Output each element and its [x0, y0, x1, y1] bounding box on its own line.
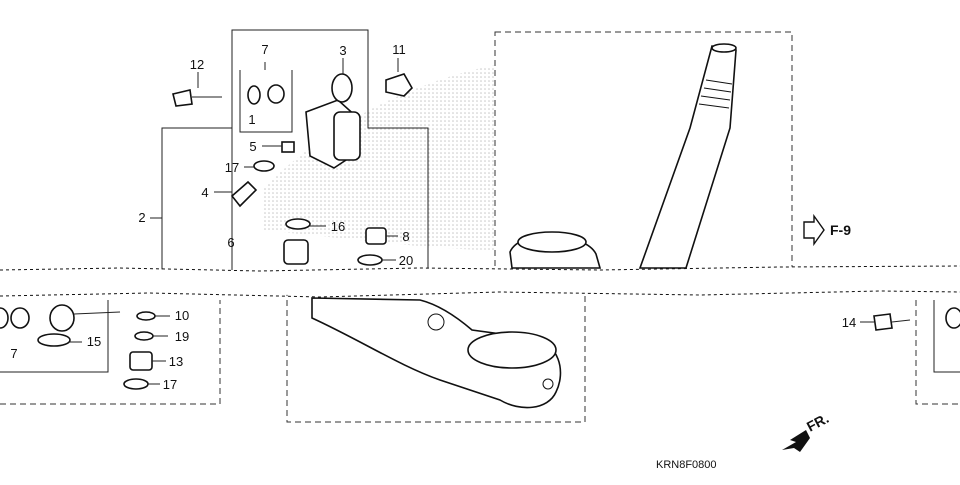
o-ring-16	[123, 378, 149, 390]
stem-thread	[698, 79, 733, 109]
valve-insert	[283, 239, 309, 265]
front-direction-arrow-icon	[782, 430, 810, 452]
leader-cap-lower	[73, 311, 121, 315]
tear-edge-bottom	[0, 290, 960, 298]
callout-20: 19	[175, 329, 189, 344]
assembly-bracket	[231, 29, 429, 270]
assembly-bracket-left	[161, 127, 232, 270]
callout-12: 11	[392, 42, 406, 57]
bolt-head	[172, 89, 193, 107]
tear-edge-top	[0, 265, 960, 272]
callout-18: 17	[225, 160, 239, 175]
callout-2: 2	[138, 210, 145, 225]
callout-1: 1	[248, 112, 255, 127]
bridge-bolt-hole	[427, 313, 445, 331]
washer-lower	[0, 307, 9, 329]
o-ring-10	[136, 311, 156, 321]
right-arrow-icon	[803, 213, 825, 247]
callout-16: 17	[163, 377, 177, 392]
washer	[247, 85, 261, 105]
torn-strip	[0, 266, 960, 296]
cap-lower	[49, 304, 75, 332]
callout-11: 13	[169, 354, 183, 369]
callout-10: 10	[175, 308, 189, 323]
callout-14: 14	[842, 315, 856, 330]
o-ring-17	[285, 218, 311, 230]
lower-bridge-box	[286, 270, 586, 423]
steering-stem	[638, 45, 737, 269]
callout-13: 12	[190, 57, 204, 72]
bridge-bore	[467, 331, 557, 369]
callout-6: 6	[227, 235, 234, 250]
left-assembly-box	[0, 300, 221, 405]
callout-15: 15	[87, 334, 101, 349]
plug-8	[365, 227, 387, 245]
bridge-pin-hole	[542, 378, 554, 390]
small-screw	[281, 141, 295, 153]
banjo-ring	[331, 73, 353, 103]
gasket-15	[37, 333, 71, 347]
front-label: FR.	[804, 410, 831, 435]
callout-19: 20	[399, 253, 413, 268]
bolt-14-head	[873, 313, 893, 331]
callout-5: 5	[249, 139, 256, 154]
valve-cylinder	[333, 111, 361, 161]
reference-f9: F-9	[830, 222, 851, 238]
clamp-bore	[517, 231, 587, 253]
valve-fitting	[230, 180, 258, 208]
logo-watermark	[262, 65, 495, 250]
callout-17: 16	[331, 219, 345, 234]
callout-8: 8	[402, 229, 409, 244]
lower-bridge	[311, 297, 562, 409]
right-item-bracket	[933, 300, 960, 373]
right-assembly-box	[915, 300, 960, 405]
item-7-bracket	[239, 70, 293, 133]
callout-7-lower: 7	[10, 346, 17, 361]
right-washer	[945, 307, 960, 329]
o-ring-19	[357, 254, 383, 266]
diagram-code: KRN8F0800	[656, 459, 717, 471]
plug-11	[129, 351, 153, 371]
seal-lower	[10, 307, 30, 329]
cap	[385, 73, 413, 97]
callout-4: 4	[201, 185, 208, 200]
stem-top	[711, 43, 737, 53]
o-ring-20	[134, 331, 154, 341]
callout-3: 3	[339, 43, 346, 58]
seal	[267, 84, 285, 104]
callout-7: 7	[261, 42, 268, 57]
lower-item-7-bracket	[0, 300, 109, 373]
o-ring	[253, 160, 275, 172]
bolt-14-shaft	[891, 319, 911, 323]
